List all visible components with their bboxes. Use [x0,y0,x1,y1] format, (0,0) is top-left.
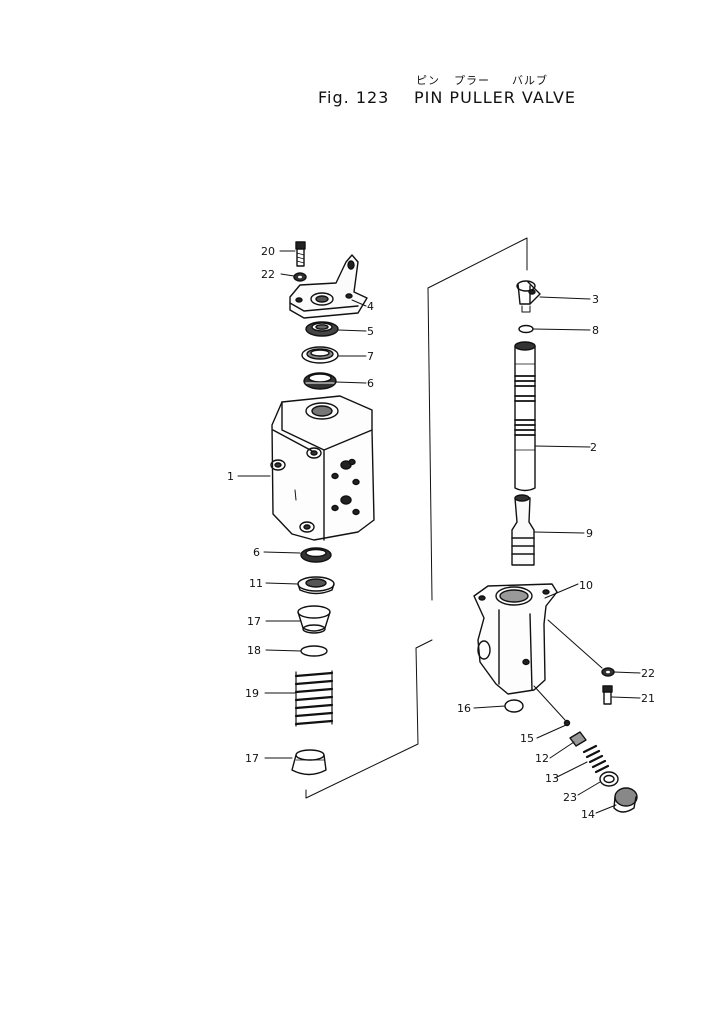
callout-10: 10 [579,579,593,592]
title-jp-pin: ピン [416,74,440,87]
valve-body-1 [270,395,375,541]
bushing-6-lower [300,547,332,563]
callout-8: 8 [592,324,599,337]
bracket-4 [289,254,368,319]
ring-7 [301,346,339,364]
pin-9 [511,494,535,566]
plug-16 [504,699,524,713]
callout-11: 11 [249,577,263,590]
title-jp-puller: プラー [454,74,490,87]
spring-seat-17-upper [297,605,331,634]
spring-13 [582,744,610,774]
callout-5: 5 [367,325,374,338]
callout-18: 18 [247,644,261,657]
callout-labels: 20 22 4 5 7 6 1 6 11 17 18 19 17 3 8 2 9… [227,245,655,821]
washer-22-left [293,272,307,282]
assembly-line-bottom [305,639,433,799]
callout-1: 1 [227,470,234,483]
cap-14 [613,787,638,813]
bushing-6-upper [303,372,337,390]
o-ring-8 [518,324,534,334]
callout-2: 2 [590,441,597,454]
check-12 [569,731,587,747]
seal-5 [305,321,339,337]
figure-number: Fig. 123 [318,88,390,107]
callout-21: 21 [641,692,655,705]
callout-15: 15 [520,732,534,745]
ball-15 [563,719,571,727]
bolt-21 [602,685,613,705]
title-jp-valve: バルブ [512,74,548,87]
end-fitting-3 [516,280,541,313]
callout-12: 12 [535,752,549,765]
assembly-line-top [427,237,528,289]
callout-14: 14 [581,808,595,821]
callout-7: 7 [367,350,374,363]
callout-9: 9 [586,527,593,540]
callout-20: 20 [261,245,275,258]
callout-6: 6 [253,546,260,559]
callout-19: 19 [245,687,259,700]
spool-2 [514,341,536,492]
washer-22-right [601,667,615,677]
callout-22: 22 [641,667,655,680]
callout-16: 16 [457,702,471,715]
spring-seat-17-lower [291,749,327,776]
bolt-20 [295,241,306,267]
leader-lines [237,250,641,814]
o-ring-18 [300,645,328,657]
callout-22: 22 [261,268,275,281]
housing-10 [473,583,558,695]
callout-23: 23 [563,791,577,804]
figure-title: PIN PULLER VALVE [414,88,576,107]
callout-6: 6 [367,377,374,390]
retainer-11 [297,576,335,595]
callout-17: 17 [247,615,261,628]
callout-17: 17 [245,752,259,765]
callout-13: 13 [545,772,559,785]
spring-19 [294,670,334,727]
callout-3: 3 [592,293,599,306]
o-ring-23 [599,771,619,787]
callout-4: 4 [367,300,374,313]
